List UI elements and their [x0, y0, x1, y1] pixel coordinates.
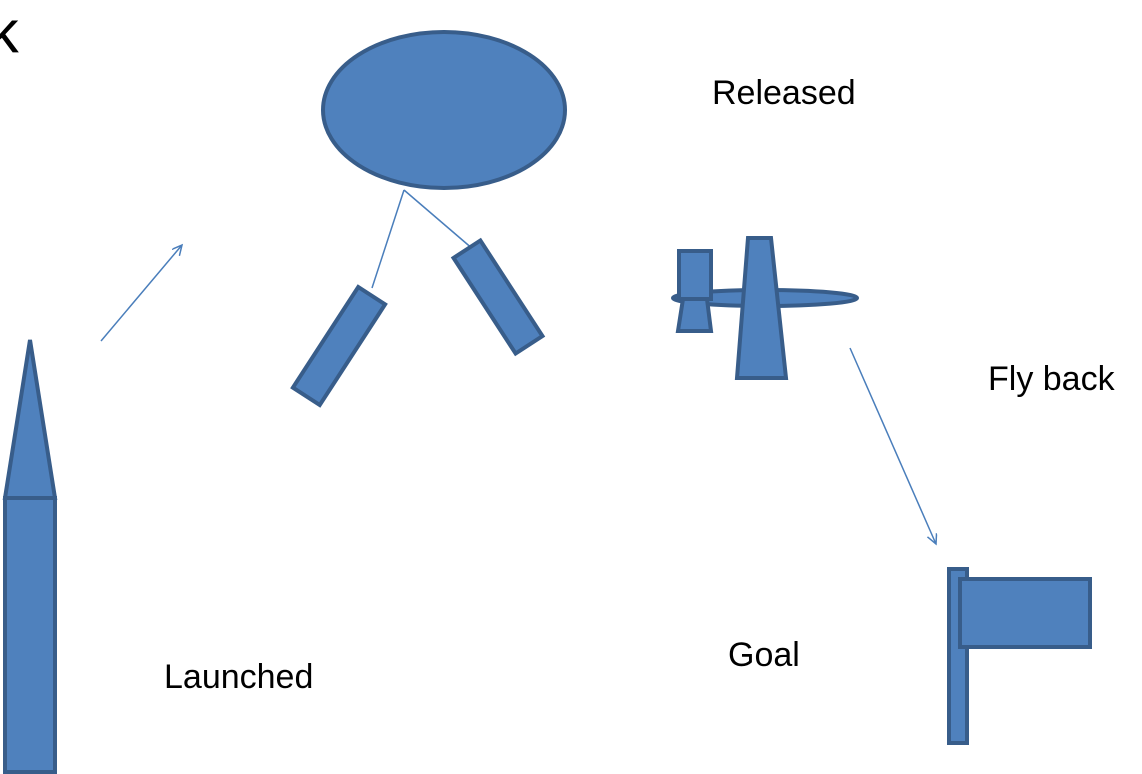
glider-icon	[671, 236, 859, 380]
glider-tail-fin	[677, 249, 713, 301]
slide-title-text: back	[0, 0, 19, 65]
launch-arrow-icon	[100, 245, 182, 342]
label-launched: Launched	[164, 658, 314, 696]
label-released: Released	[712, 74, 856, 112]
label-goal: Goal	[728, 636, 800, 674]
glider-tail-stabilizer	[675, 297, 714, 333]
flag-banner	[958, 577, 1092, 649]
slide-title: back	[0, 0, 170, 70]
tether-left	[371, 189, 405, 289]
rocket-body	[3, 496, 57, 774]
tether-right	[403, 189, 475, 251]
flyback-arrow-icon	[849, 347, 936, 544]
payload-left	[290, 284, 388, 408]
goal-flag-icon	[947, 567, 1092, 745]
glider-wing	[734, 236, 789, 380]
rocket-icon	[2, 339, 58, 774]
rocket-nose-cone	[2, 339, 58, 500]
balloon-envelope	[321, 30, 567, 190]
balloon-icon	[290, 30, 567, 408]
label-fly-back: Fly back	[988, 360, 1115, 398]
payload-right	[450, 237, 546, 357]
